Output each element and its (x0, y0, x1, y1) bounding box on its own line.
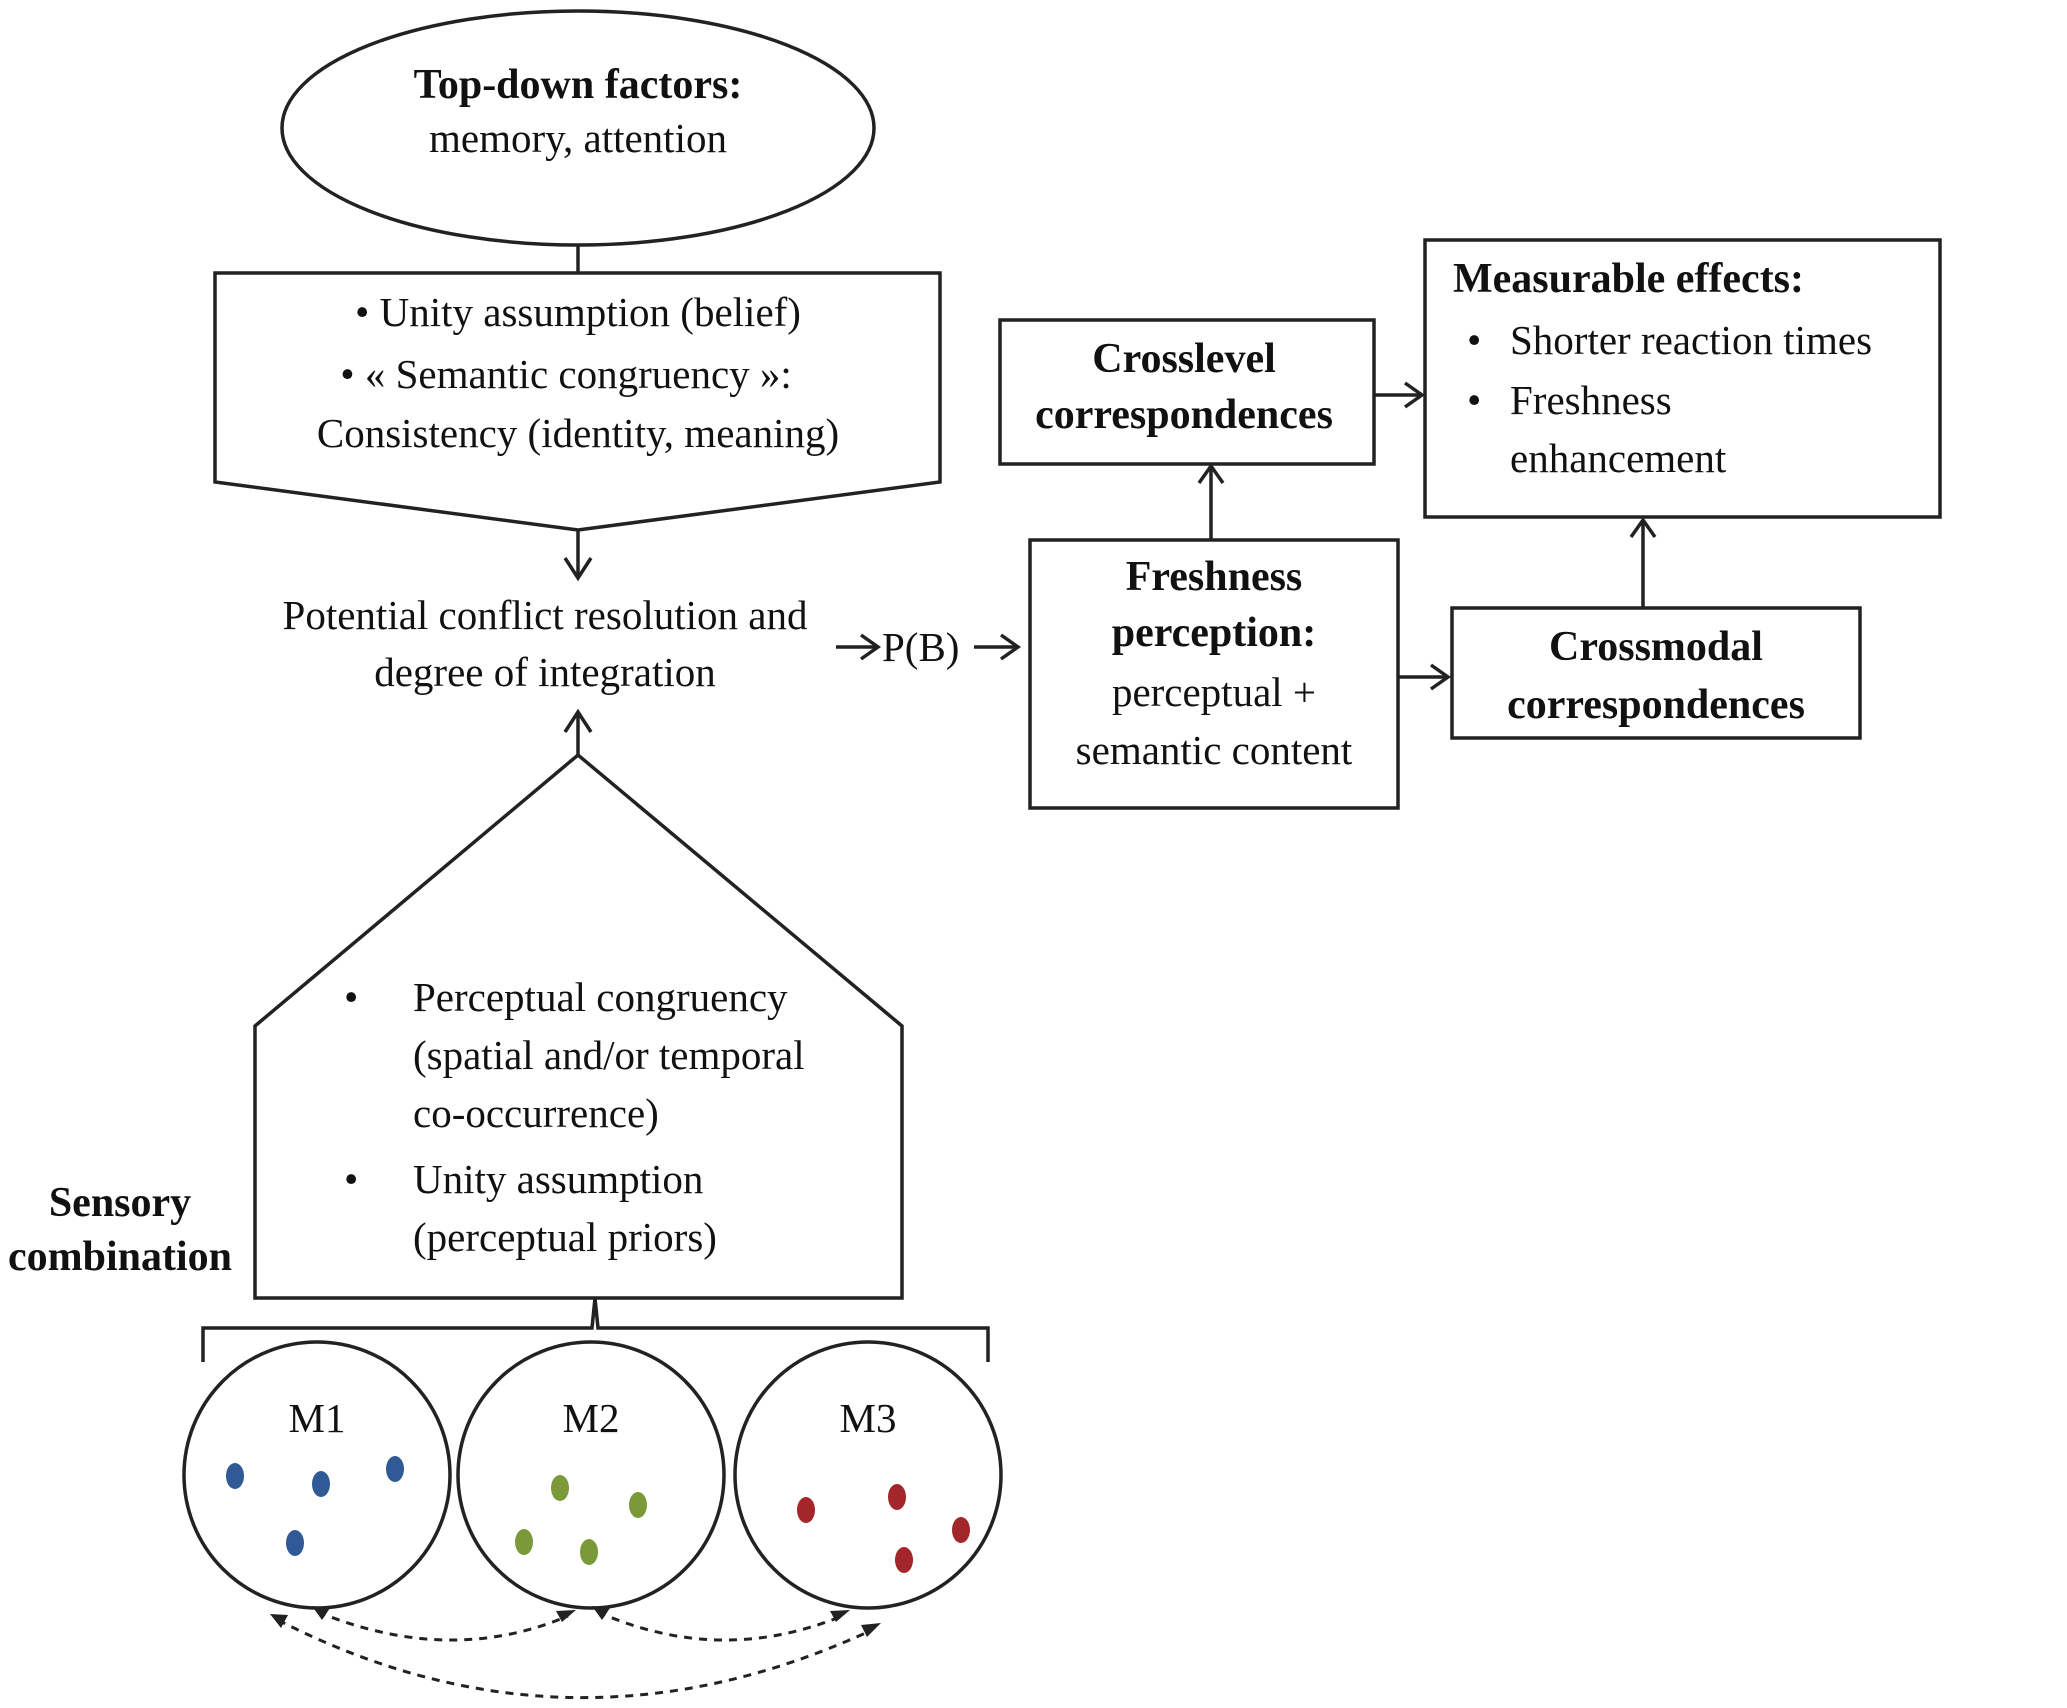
crosslevel-line-2: correspondences (1035, 392, 1333, 438)
crosslevel-line-1: Crosslevel (1092, 336, 1276, 382)
arrow-freshness-to-crosslevel (1197, 462, 1225, 540)
modality-m2-dot (629, 1492, 647, 1518)
modality-m2-dot (580, 1539, 598, 1565)
modality-m3-dot (797, 1497, 815, 1523)
perceptual-node: • Perceptual congruency (spatial and/or … (253, 752, 904, 1300)
modality-m1: M1 (182, 1340, 452, 1610)
freshness-title-1: Freshness (1126, 554, 1303, 600)
perceptual-box (253, 752, 904, 1300)
perceptual-item1-line2: (spatial and/or temporal (413, 1032, 805, 1078)
modality-m2-label: M2 (563, 1395, 620, 1441)
modality-m1-dot (386, 1456, 404, 1482)
semantic-line-3: Consistency (identity, meaning) (317, 410, 839, 456)
modality-m2-dot (551, 1475, 569, 1501)
freshness-node: Freshness perception: perceptual + seman… (1028, 538, 1400, 810)
crossmodal-box (1450, 606, 1862, 740)
conflict-line-1: Potential conflict resolution and (283, 592, 808, 638)
modality-m3-dot (952, 1517, 970, 1543)
semantic-line-1: • Unity assumption (belief) (355, 289, 801, 335)
semantic-box (213, 271, 942, 532)
modalities-brace (201, 1297, 990, 1362)
modality-m3: M3 (733, 1340, 1003, 1610)
top-down-node: Top-down factors: memory, attention (280, 9, 876, 247)
crossmodal-line-2: correspondences (1507, 682, 1805, 728)
freshness-body-1: perceptual + (1112, 669, 1316, 715)
modality-m1-dot (312, 1471, 330, 1497)
measurable-bullet-2: • (1467, 377, 1481, 423)
sensory-line-2: combination (8, 1234, 232, 1280)
modality-m3-label: M3 (840, 1395, 897, 1441)
modality-m1-label: M1 (289, 1395, 346, 1441)
modality-m1-dot (226, 1463, 244, 1489)
perceptual-item2-line1: Unity assumption (413, 1156, 703, 1202)
perceptual-bullet-2: • (344, 1156, 358, 1202)
modality-m2-dot (515, 1529, 533, 1555)
arrow-conflict-to-pb (836, 633, 882, 661)
top-down-title: Top-down factors: (414, 62, 743, 108)
arrow-perceptual-to-conflict (563, 708, 593, 755)
freshness-body-2: semantic content (1076, 727, 1353, 773)
modality-m3-circle (733, 1340, 1003, 1610)
crossmodal-line-1: Crossmodal (1549, 624, 1763, 670)
conflict-line-2: degree of integration (374, 649, 716, 695)
interaction-m2-m3 (592, 1606, 850, 1642)
freshness-box (1028, 538, 1400, 810)
conflict-node: Potential conflict resolution and degree… (283, 592, 808, 695)
crossmodal-node: Crossmodal correspondences (1450, 606, 1862, 740)
pb-label: P(B) (882, 624, 959, 670)
arrow-freshness-to-crossmodal (1398, 663, 1452, 691)
interaction-m1-m2 (312, 1606, 576, 1642)
perceptual-item1-line1: Perceptual congruency (413, 974, 788, 1020)
crosslevel-node: Crosslevel correspondences (998, 318, 1376, 466)
modality-m3-dot (888, 1484, 906, 1510)
semantic-line-2: • « Semantic congruency »: (340, 351, 792, 397)
perceptual-bullet-1: • (344, 974, 358, 1020)
semantic-node: • Unity assumption (belief) • « Semantic… (213, 271, 942, 532)
measurable-node: Measurable effects: • Shorter reaction t… (1423, 238, 1942, 519)
freshness-title-2: perception: (1112, 610, 1317, 656)
measurable-box (1423, 238, 1942, 519)
measurable-item-1: Shorter reaction times (1510, 317, 1872, 363)
sensory-label: Sensory combination (8, 1180, 232, 1280)
perceptual-item1-line3: co-occurrence) (413, 1090, 659, 1136)
perceptual-item2-line2: (perceptual priors) (413, 1214, 717, 1260)
interaction-m1-m3 (270, 1614, 881, 1699)
measurable-title: Measurable effects: (1453, 256, 1804, 302)
crosslevel-box (998, 318, 1376, 466)
measurable-bullet-1: • (1467, 317, 1481, 363)
arrow-semantic-to-conflict (563, 530, 593, 582)
arrow-crossmodal-to-measurable (1629, 516, 1657, 608)
measurable-item-2-cont: enhancement (1510, 435, 1727, 481)
modality-m2: M2 (456, 1340, 726, 1610)
sensory-line-1: Sensory (49, 1180, 191, 1226)
modality-m1-dot (286, 1530, 304, 1556)
top-down-subtitle: memory, attention (429, 115, 727, 161)
arrow-crosslevel-to-measurable (1374, 381, 1426, 409)
measurable-item-2: Freshness (1510, 377, 1672, 423)
arrow-pb-to-freshness (974, 633, 1022, 661)
modality-m2-circle (456, 1340, 726, 1610)
modality-m3-dot (895, 1547, 913, 1573)
